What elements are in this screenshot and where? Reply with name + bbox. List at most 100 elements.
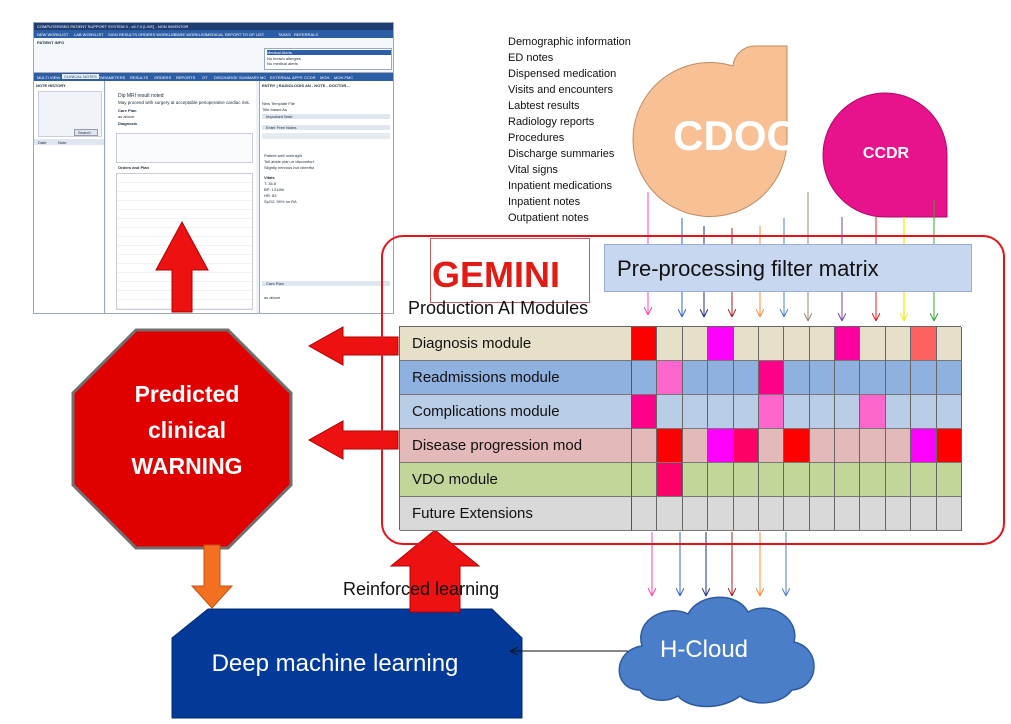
matrix-cell <box>682 497 709 531</box>
output-arrows <box>652 532 786 595</box>
matrix-cell <box>733 429 759 463</box>
source-item: Dispensed medication <box>508 68 617 80</box>
matrix-cell <box>809 429 836 463</box>
source-item: Procedures <box>508 132 565 144</box>
menu-item-4[interactable]: CARE WORKLIST <box>174 32 208 37</box>
notes-line-2: Slightly nervous but cheerful <box>264 165 315 170</box>
nav-results[interactable]: RESULTS <box>130 75 149 80</box>
module-label: Diagnosis module <box>400 327 632 361</box>
matrix-cell <box>860 463 886 497</box>
nav-ot[interactable]: OT <box>202 75 208 80</box>
data-sources-list: Demographic information ED notes Dispens… <box>508 34 631 226</box>
matrix-cell <box>911 497 937 531</box>
dml-shape <box>171 608 523 719</box>
nav-ccdr[interactable]: CCDR <box>304 75 316 80</box>
nav-reports[interactable]: REPORTS <box>176 75 196 80</box>
alerts-none: No medical alerts <box>267 61 298 66</box>
patient-tab[interactable]: PATIENT INFO <box>37 40 65 45</box>
matrix-cell <box>911 395 937 429</box>
matrix-cell <box>632 429 658 463</box>
warning-stop-sign <box>71 328 293 550</box>
matrix-cell <box>911 429 937 463</box>
orders-label: Orders and Plan <box>118 165 149 170</box>
nav-multi-view[interactable]: MULTI VIEW <box>37 75 61 80</box>
matrix-cell <box>657 395 683 429</box>
matrix-cell <box>758 395 785 429</box>
note-history-header: Date Note <box>34 139 104 145</box>
matrix-cell <box>936 463 962 497</box>
matrix-cell <box>632 361 658 395</box>
matrix-cell <box>733 497 759 531</box>
care-plan-label: Care Plan <box>118 108 137 113</box>
nav-orders[interactable]: ORDERS <box>154 75 172 80</box>
entry-panel: ENTRY | RADIOLOGIS AN - NOTE - DOCTOR...… <box>259 81 393 313</box>
arrow-progression-to-warning <box>307 420 399 460</box>
reinforced-learning-label: Reinforced learning <box>343 579 500 599</box>
nav-parameters[interactable]: PARAMETERS <box>98 75 126 80</box>
matrix-cell <box>784 463 810 497</box>
matrix-cell <box>936 429 962 463</box>
matrix-cell <box>835 361 861 395</box>
source-item: Radiology reports <box>508 116 595 128</box>
matrix-cell <box>885 463 912 497</box>
editor-toolbar[interactable] <box>262 133 390 139</box>
nav-moh[interactable]: MOH <box>320 75 330 80</box>
module-row: Disease progression mod <box>400 429 962 463</box>
menu-item-5[interactable]: MEDICAL REPORT TO GP LIST <box>206 32 265 37</box>
matrix-cell <box>708 327 734 361</box>
menu-item-1[interactable]: LAB WORKLIST <box>74 32 104 37</box>
vitals-line-0: T: 36.8 <box>264 181 277 186</box>
menu-item-0[interactable]: NEW WORKLIST <box>37 32 69 37</box>
matrix-cell <box>784 497 810 531</box>
menu-item-6[interactable]: TASKS <box>278 32 291 37</box>
care-plan-value: as above <box>118 114 135 119</box>
vitals-line-3: SpO2: 99% on RA <box>264 199 297 204</box>
nav-discharge-summary[interactable]: DISCHARGE SUMMARY <box>214 75 260 80</box>
matrix-cell <box>835 327 861 361</box>
gemini-title: GEMINI <box>432 254 561 295</box>
matrix-cell <box>682 327 709 361</box>
module-row: Diagnosis module <box>400 327 962 361</box>
search-button[interactable]: Search <box>74 129 98 136</box>
matrix-cell <box>885 361 912 395</box>
matrix-cell <box>911 361 937 395</box>
matrix-cell <box>860 361 886 395</box>
matrix-cell <box>860 429 886 463</box>
matrix-cell <box>708 463 734 497</box>
matrix-cell <box>657 361 683 395</box>
matrix-cell <box>657 429 683 463</box>
title-based-label: Title based As <box>262 107 287 112</box>
matrix-cell <box>784 395 810 429</box>
module-label: Disease progression mod <box>400 429 632 463</box>
module-row: VDO module <box>400 463 962 497</box>
menu-item-2[interactable]: SIGN RESULTS <box>108 32 138 37</box>
prefilter-box: Pre-processing filter matrix <box>604 244 972 292</box>
menu-item-3[interactable]: ORDERS WORKLIST <box>138 32 178 37</box>
ccdr-label: CCDR <box>862 145 910 162</box>
matrix-cell <box>632 463 658 497</box>
source-item: ED notes <box>508 52 554 64</box>
source-item: Inpatient notes <box>508 196 581 208</box>
module-label: VDO module <box>400 463 632 497</box>
matrix-cell <box>936 395 962 429</box>
matrix-cell <box>784 361 810 395</box>
gemini-container <box>381 235 1005 545</box>
gemini-title-frame <box>430 238 590 303</box>
hcloud-shape <box>618 596 815 708</box>
nav-bar: MULTI VIEW CLINICAL NOTES PARAMETERS RES… <box>34 73 393 81</box>
matrix-cell <box>682 429 709 463</box>
nav-external-apps[interactable]: EXTERNAL APPS <box>270 75 303 80</box>
matrix-cell <box>632 497 658 531</box>
source-item: Inpatient medications <box>508 180 612 192</box>
nav-moh-fmc[interactable]: MOH FMC <box>334 75 354 80</box>
note-history-title: NOTE HISTORY <box>36 83 66 88</box>
matrix-cell <box>885 429 912 463</box>
matrix-cell <box>708 361 734 395</box>
matrix-cell <box>885 497 912 531</box>
menu-item-7[interactable]: REFERRALS <box>294 32 319 37</box>
nav-clinical-notes[interactable]: CLINICAL NOTES <box>62 74 99 79</box>
nav-mc[interactable]: MC <box>260 75 267 80</box>
title-bar-text: COMPUTERISED PATIENT SUPPORT SYSTEM 3 - … <box>37 24 189 29</box>
matrix-cell <box>758 361 785 395</box>
